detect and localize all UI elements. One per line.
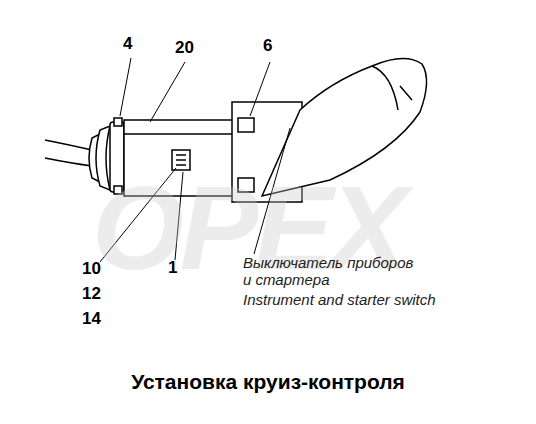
flange-screw xyxy=(114,118,122,126)
bolt xyxy=(238,118,254,132)
diagram-title: Установка круиз-контроля xyxy=(131,370,405,394)
callout-number: 20 xyxy=(175,38,194,58)
callout-number: 14 xyxy=(82,309,101,329)
part-note: Instrument and starter switch xyxy=(243,291,436,308)
callout-number: 1 xyxy=(168,258,177,278)
callout-number: 10 xyxy=(82,259,101,279)
callout-number: 12 xyxy=(82,284,101,304)
lever-grip xyxy=(372,66,398,110)
part-note: Выключатель приборов и стартера xyxy=(243,254,419,288)
callout-number: 6 xyxy=(263,36,272,56)
callout-number: 4 xyxy=(123,34,132,54)
cable xyxy=(45,140,92,150)
cable xyxy=(45,158,92,166)
lever-mark xyxy=(400,86,412,100)
body-edge xyxy=(124,133,234,135)
